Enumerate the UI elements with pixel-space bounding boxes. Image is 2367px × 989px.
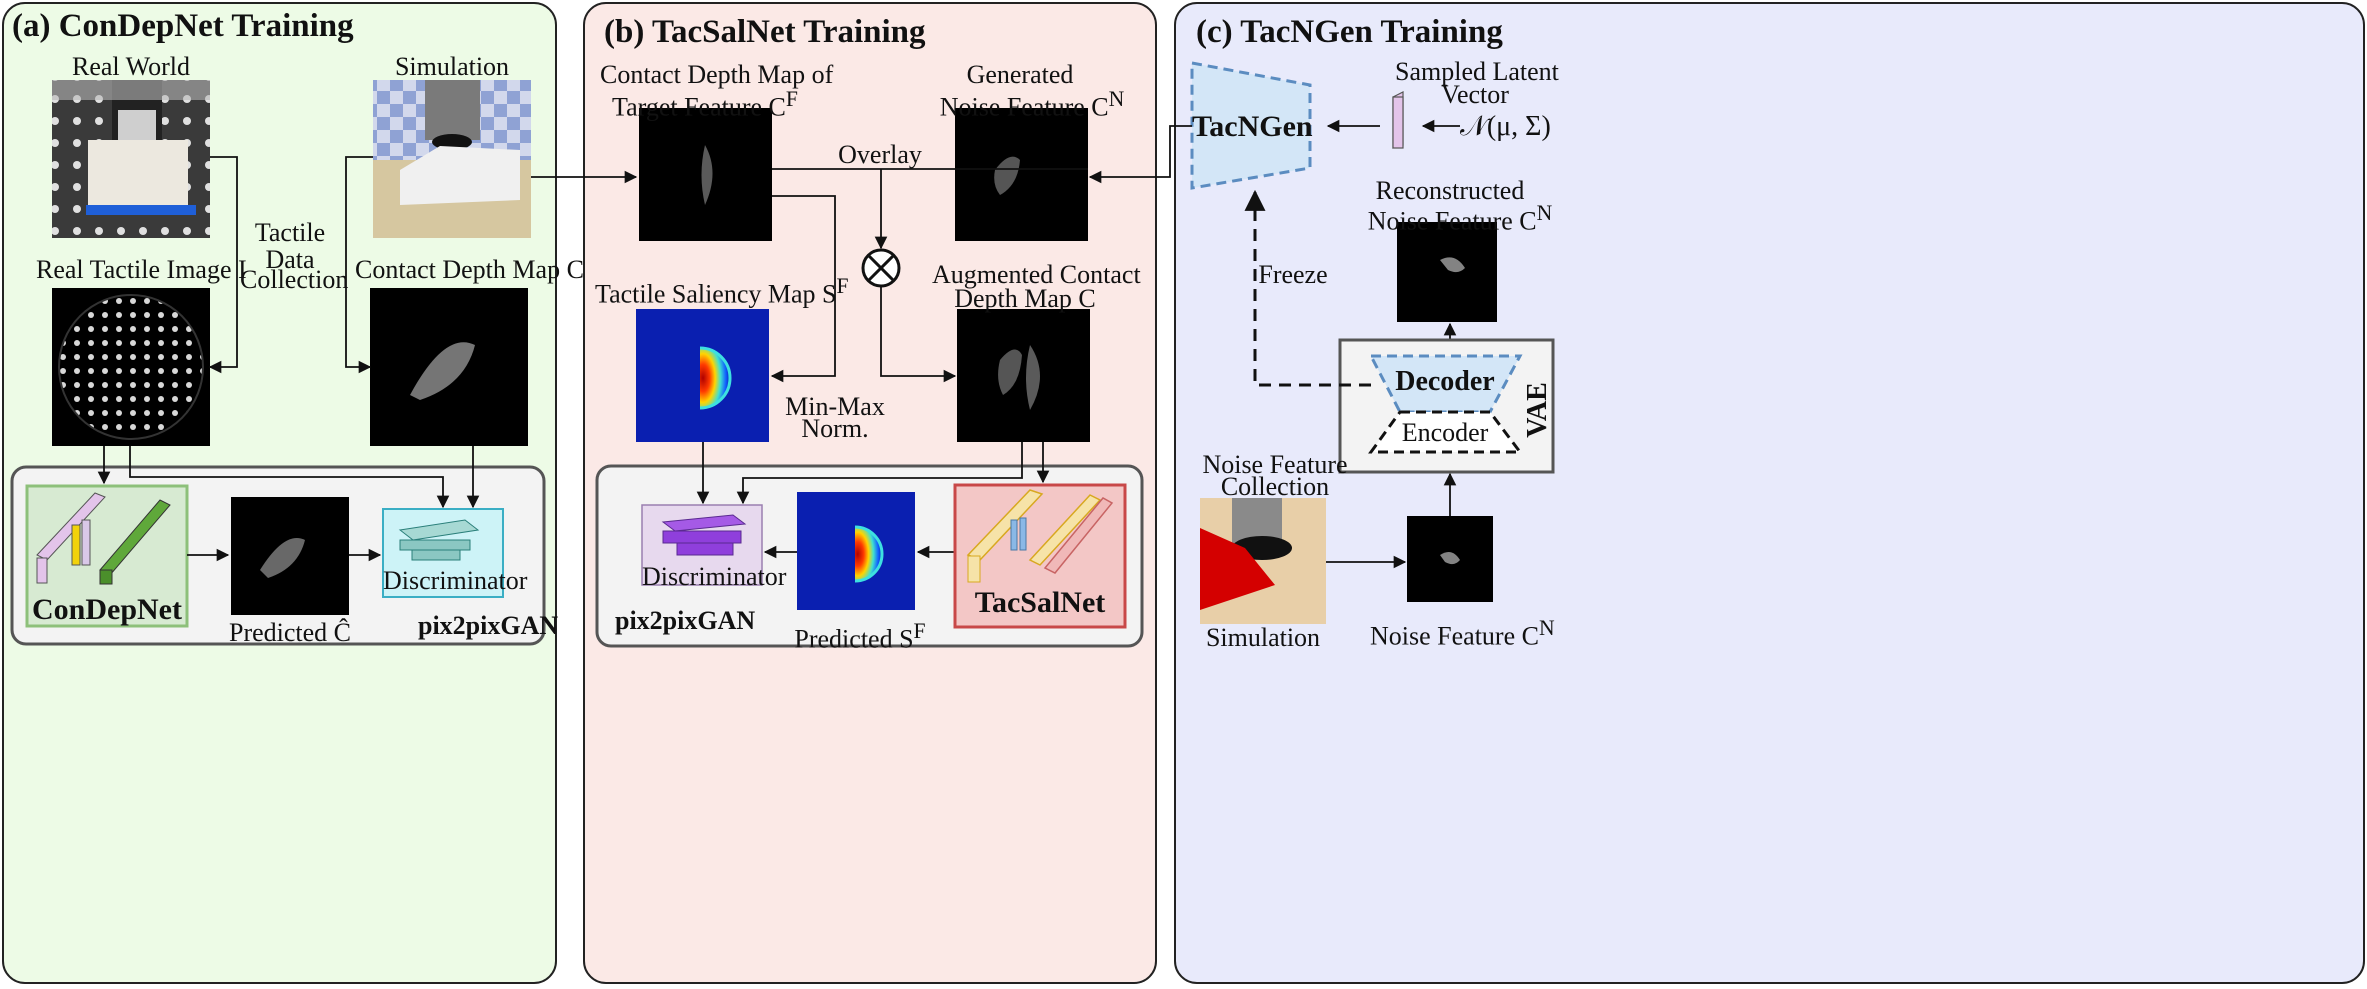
simulation-render-a bbox=[373, 80, 531, 238]
encoder-label: Encoder bbox=[1401, 418, 1489, 447]
minmax-label-2: Norm. bbox=[801, 414, 869, 443]
vae-label: VAE bbox=[1522, 382, 1553, 438]
simulation-label-a: Simulation bbox=[394, 52, 510, 81]
contact-depth-target-image bbox=[639, 108, 772, 241]
predicted-depth-a bbox=[231, 497, 349, 615]
reconstructed-label-1: Reconstructed bbox=[1375, 176, 1525, 205]
noise-simulation-render bbox=[1200, 498, 1326, 624]
predicted-label-a: Predicted Ĉ bbox=[228, 618, 352, 647]
arrow-real-to-tactile bbox=[208, 156, 238, 374]
noise-collection-label-1: Noise Feature bbox=[1202, 450, 1348, 479]
real-tactile-image bbox=[52, 288, 210, 446]
contact-depth-target-label-1: Contact Depth Map of bbox=[600, 60, 834, 89]
reconstructed-noise-image bbox=[1397, 222, 1497, 322]
contact-depth-target-label-2: Target Feature CF bbox=[612, 87, 798, 122]
discriminator-a-label: Discriminator bbox=[383, 566, 528, 595]
discriminator-b-label: Discriminator bbox=[642, 562, 787, 591]
predicted-label-b: Predicted SF bbox=[794, 619, 926, 654]
tacsalnet-label: TacSalNet bbox=[974, 586, 1106, 619]
otimes-symbol bbox=[861, 248, 901, 288]
normal-dist-label: 𝒩(μ, Σ) bbox=[1460, 111, 1551, 142]
pix2pix-a-label: pix2pixGAN bbox=[418, 611, 559, 640]
freeze-arrow bbox=[1244, 189, 1371, 387]
generated-noise-label-1: Generated bbox=[966, 60, 1074, 89]
predicted-saliency-map bbox=[797, 492, 915, 610]
decoder-label: Decoder bbox=[1395, 366, 1495, 397]
reconstructed-label-2: Noise Feature CN bbox=[1367, 201, 1553, 236]
discriminator-a-icon bbox=[398, 519, 480, 561]
real-world-label: Real World bbox=[71, 52, 190, 81]
contact-depth-label-a: Contact Depth Map C bbox=[355, 255, 584, 284]
tactile-collection-label-1: Tactile bbox=[254, 218, 326, 247]
generated-noise-image bbox=[955, 108, 1088, 241]
tactile-collection-label-3: Collection bbox=[240, 265, 349, 294]
augmented-depth-image bbox=[957, 309, 1090, 442]
sampled-latent-label-2: Vector bbox=[1441, 80, 1509, 109]
pix2pix-b-label: pix2pixGAN bbox=[615, 606, 756, 635]
generated-noise-label-2: Noise Feature CN bbox=[939, 87, 1125, 122]
sampled-latent-label-1: Sampled Latent bbox=[1395, 57, 1559, 86]
saliency-label: Tactile Saliency Map SF bbox=[595, 274, 849, 309]
augmented-label-1: Augmented Contact bbox=[932, 260, 1141, 289]
noise-feature-image bbox=[1407, 516, 1493, 602]
tacsalnet-layers-icon bbox=[966, 489, 1114, 583]
tactile-saliency-map bbox=[636, 309, 769, 442]
panel-c-background bbox=[1174, 2, 2365, 984]
overlay-label: Overlay bbox=[838, 140, 922, 169]
tacngen-label: TacNGen bbox=[1192, 110, 1313, 143]
panel-a-title: (a) ConDepNet Training bbox=[12, 8, 354, 44]
panel-b-title: (b) TacSalNet Training bbox=[604, 14, 926, 50]
arrow-sim-to-depth bbox=[345, 156, 373, 374]
noise-feature-label: Noise Feature CN bbox=[1370, 616, 1555, 651]
tacngen-block bbox=[1190, 61, 1312, 190]
contact-depth-map-a bbox=[370, 288, 528, 446]
noise-collection-label-2: Collection bbox=[1220, 472, 1330, 501]
real-world-photo bbox=[52, 80, 210, 238]
tactile-collection-label-2: Data bbox=[265, 245, 315, 274]
discriminator-b-icon bbox=[661, 514, 747, 556]
panel-c-title: (c) TacNGen Training bbox=[1196, 14, 1503, 50]
augmented-label-2: Depth Map C bbox=[954, 284, 1096, 313]
freeze-label: Freeze bbox=[1258, 260, 1328, 289]
arrow-tacngen-to-noise bbox=[1088, 125, 1192, 184]
encoder-block bbox=[1368, 410, 1523, 454]
condepnet-layers-icon bbox=[36, 492, 171, 585]
condepnet-label: ConDepNet bbox=[32, 593, 182, 626]
minmax-label-1: Min-Max bbox=[785, 392, 885, 421]
simulation-label-c: Simulation bbox=[1205, 623, 1321, 652]
real-tactile-label: Real Tactile Image I bbox=[36, 255, 247, 284]
